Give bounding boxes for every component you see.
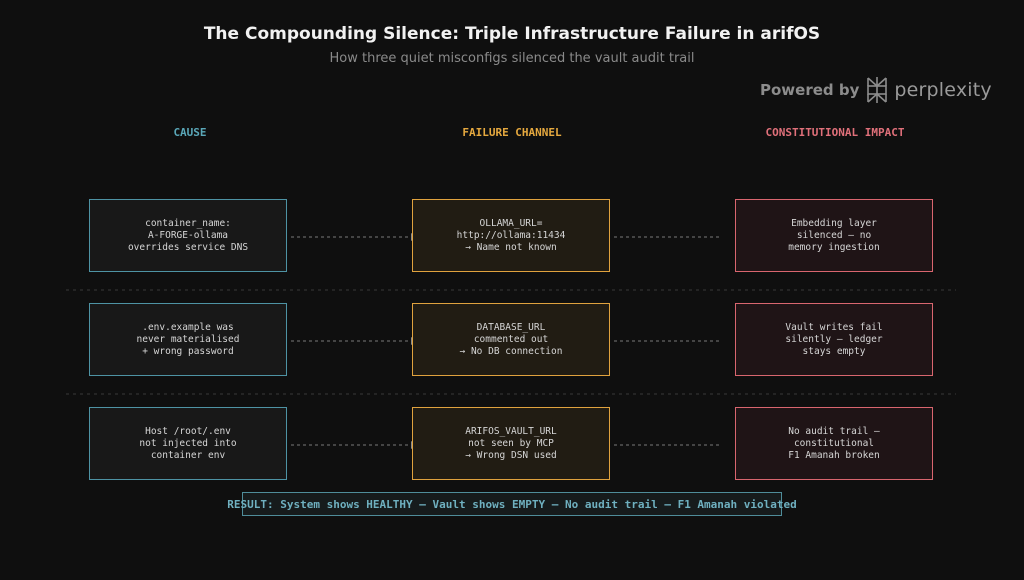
failure-channel-box: DATABASE_URL commented out → No DB conne… — [412, 303, 610, 376]
cause-text: .env.example was never materialised + wr… — [136, 321, 240, 357]
cause-text: container_name: A-FORGE-ollama overrides… — [127, 217, 249, 253]
impact-text: No audit trail — constitutional F1 Amana… — [788, 425, 880, 461]
perplexity-wordmark: perplexity — [894, 79, 992, 101]
cause-text: Host /root/.env not injected into contai… — [139, 425, 237, 461]
result-banner: RESULT: System shows HEALTHY — Vault sho… — [227, 492, 797, 516]
impact-text: Vault writes fail silently — ledger stay… — [785, 321, 883, 357]
impact-box: No audit trail — constitutional F1 Amana… — [735, 407, 933, 480]
impact-box: Vault writes fail silently — ledger stay… — [735, 303, 933, 376]
failure-channel-box: OLLAMA_URL= http://ollama:11434 → Name n… — [412, 199, 610, 272]
failure-channel-box: ARIFOS_VAULT_URL not seen by MCP → Wrong… — [412, 407, 610, 480]
impact-text: Embedding layer silenced — no memory ing… — [788, 217, 880, 253]
failure-channel-text: OLLAMA_URL= http://ollama:11434 → Name n… — [456, 217, 566, 253]
failure-channel-text: ARIFOS_VAULT_URL not seen by MCP → Wrong… — [465, 425, 557, 461]
diagram-title: The Compounding Silence: Triple Infrastr… — [203, 24, 821, 44]
column-header-cause: CAUSE — [173, 126, 207, 139]
powered-by-badge[interactable]: Powered by perplexity — [760, 76, 992, 104]
diagram-subtitle: How three quiet misconfigs silenced the … — [329, 51, 695, 66]
cause-box: Host /root/.env not injected into contai… — [89, 407, 287, 480]
column-header-constitutional-impact: CONSTITUTIONAL IMPACT — [765, 126, 905, 139]
cause-box: container_name: A-FORGE-ollama overrides… — [89, 199, 287, 272]
powered-by-label: Powered by — [760, 81, 860, 99]
impact-box: Embedding layer silenced — no memory ing… — [735, 199, 933, 272]
cause-box: .env.example was never materialised + wr… — [89, 303, 287, 376]
failure-channel-text: DATABASE_URL commented out → No DB conne… — [459, 321, 563, 357]
column-header-failure-channel: FAILURE CHANNEL — [462, 126, 562, 139]
perplexity-logo-icon — [867, 77, 888, 103]
